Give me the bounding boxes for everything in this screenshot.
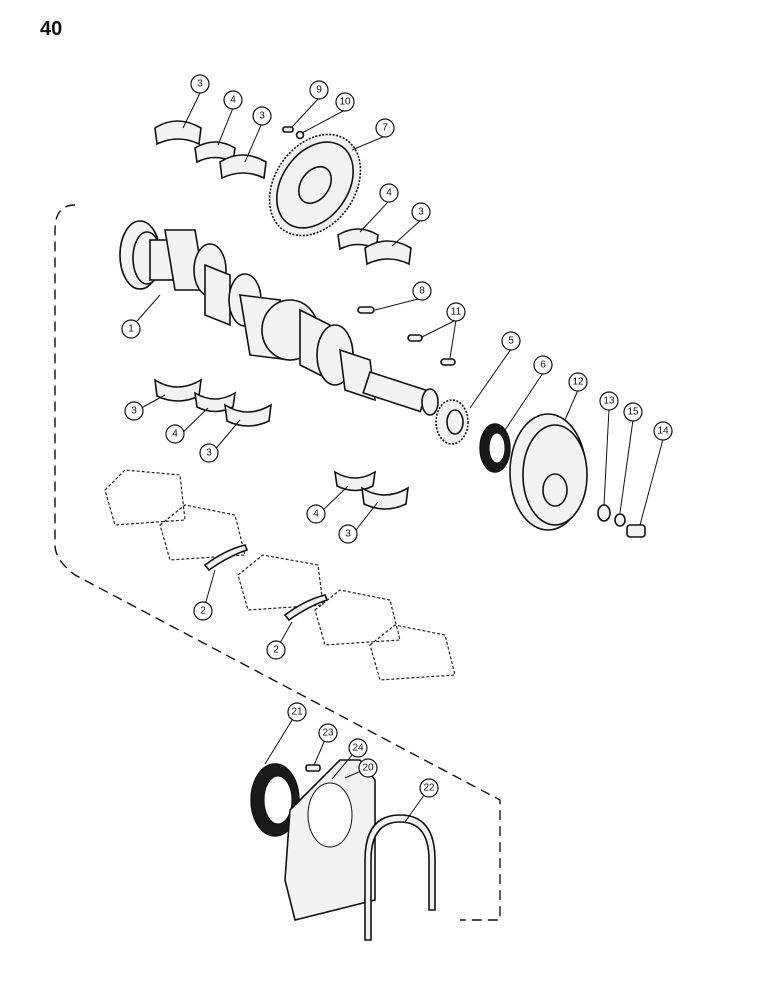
callout-21: 21 (287, 702, 307, 722)
callout-14: 14 (653, 421, 673, 441)
callout-3-f: 3 (338, 524, 358, 544)
rear-oil-seal (250, 763, 300, 837)
svg-text:4: 4 (386, 188, 392, 199)
crankshaft (119, 220, 439, 416)
callout-24: 24 (348, 738, 368, 758)
dowel-pin (305, 764, 321, 772)
svg-text:15: 15 (627, 407, 639, 418)
callout-4-b: 4 (379, 183, 399, 203)
svg-text:22: 22 (423, 783, 435, 794)
callout-8: 8 (412, 281, 432, 301)
svg-text:13: 13 (603, 396, 615, 407)
callout-3-a: 3 (190, 74, 210, 94)
callout-13: 13 (599, 391, 619, 411)
svg-text:12: 12 (572, 377, 584, 388)
svg-text:1: 1 (128, 324, 134, 335)
svg-text:3: 3 (345, 529, 351, 540)
lower-bearing-set-right (333, 470, 409, 510)
callout-2-a: 2 (193, 601, 213, 621)
lower-bearing-set-left (153, 378, 272, 427)
pulley-lockwasher (614, 513, 626, 527)
svg-text:4: 4 (172, 429, 178, 440)
callout-10: 10 (335, 92, 355, 112)
svg-text:14: 14 (657, 426, 669, 437)
callout-22: 22 (419, 778, 439, 798)
callout-2-b: 2 (266, 640, 286, 660)
callout-1: 1 (121, 319, 141, 339)
page-number: 40 (40, 18, 63, 40)
callout-3-b: 3 (252, 106, 272, 126)
callout-3-e: 3 (199, 443, 219, 463)
assembly-boundary-line (54, 204, 501, 921)
svg-text:21: 21 (291, 707, 303, 718)
upper-bearing-set-top (154, 120, 267, 180)
callout-9: 9 (309, 80, 329, 100)
leader-lines (130, 92, 664, 823)
rear-seal-retainer (284, 759, 376, 921)
svg-text:2: 2 (273, 645, 279, 656)
callout-5: 5 (501, 331, 521, 351)
svg-text:4: 4 (313, 509, 319, 520)
svg-text:4: 4 (230, 95, 236, 106)
front-gear (435, 399, 469, 445)
callout-6: 6 (533, 355, 553, 375)
pulley-washer (597, 504, 611, 522)
svg-text:3: 3 (206, 448, 212, 459)
retainer-gasket (364, 814, 436, 941)
svg-text:20: 20 (362, 763, 374, 774)
svg-text:6: 6 (540, 360, 546, 371)
crankshaft-gear (268, 133, 362, 237)
svg-text:3: 3 (259, 111, 265, 122)
callout-4-c: 4 (165, 424, 185, 444)
gear-pin (282, 126, 294, 133)
svg-text:23: 23 (322, 728, 334, 739)
crankshaft-pulley (509, 413, 588, 531)
svg-text:11: 11 (451, 307, 462, 318)
callout-20: 20 (358, 758, 378, 778)
svg-text:3: 3 (197, 79, 203, 90)
front-oil-seal (479, 423, 511, 473)
svg-text:3: 3 (131, 406, 137, 417)
callout-11: 11 (446, 302, 466, 322)
svg-text:24: 24 (352, 743, 364, 754)
callout-15: 15 (623, 402, 643, 422)
svg-text:2: 2 (200, 606, 206, 617)
callout-3-c: 3 (411, 202, 431, 222)
block-main-bearing-saddles (104, 469, 456, 681)
svg-text:3: 3 (418, 207, 424, 218)
svg-text:7: 7 (382, 123, 388, 134)
crankshaft-key (357, 306, 375, 314)
pulley-bolt (626, 524, 646, 538)
callout-12: 12 (568, 372, 588, 392)
svg-text:9: 9 (316, 85, 322, 96)
upper-bearing-set-mid (337, 228, 412, 266)
callout-4-d: 4 (306, 504, 326, 524)
callout-7: 7 (375, 118, 395, 138)
callout-4-a: 4 (223, 90, 243, 110)
woodruff-keys (407, 334, 456, 366)
callout-23: 23 (318, 723, 338, 743)
thrust-washers (203, 544, 329, 622)
gear-washer (295, 130, 305, 140)
callout-3-d: 3 (124, 401, 144, 421)
svg-text:10: 10 (339, 97, 351, 108)
svg-text:8: 8 (419, 286, 425, 297)
svg-text:5: 5 (508, 336, 514, 347)
